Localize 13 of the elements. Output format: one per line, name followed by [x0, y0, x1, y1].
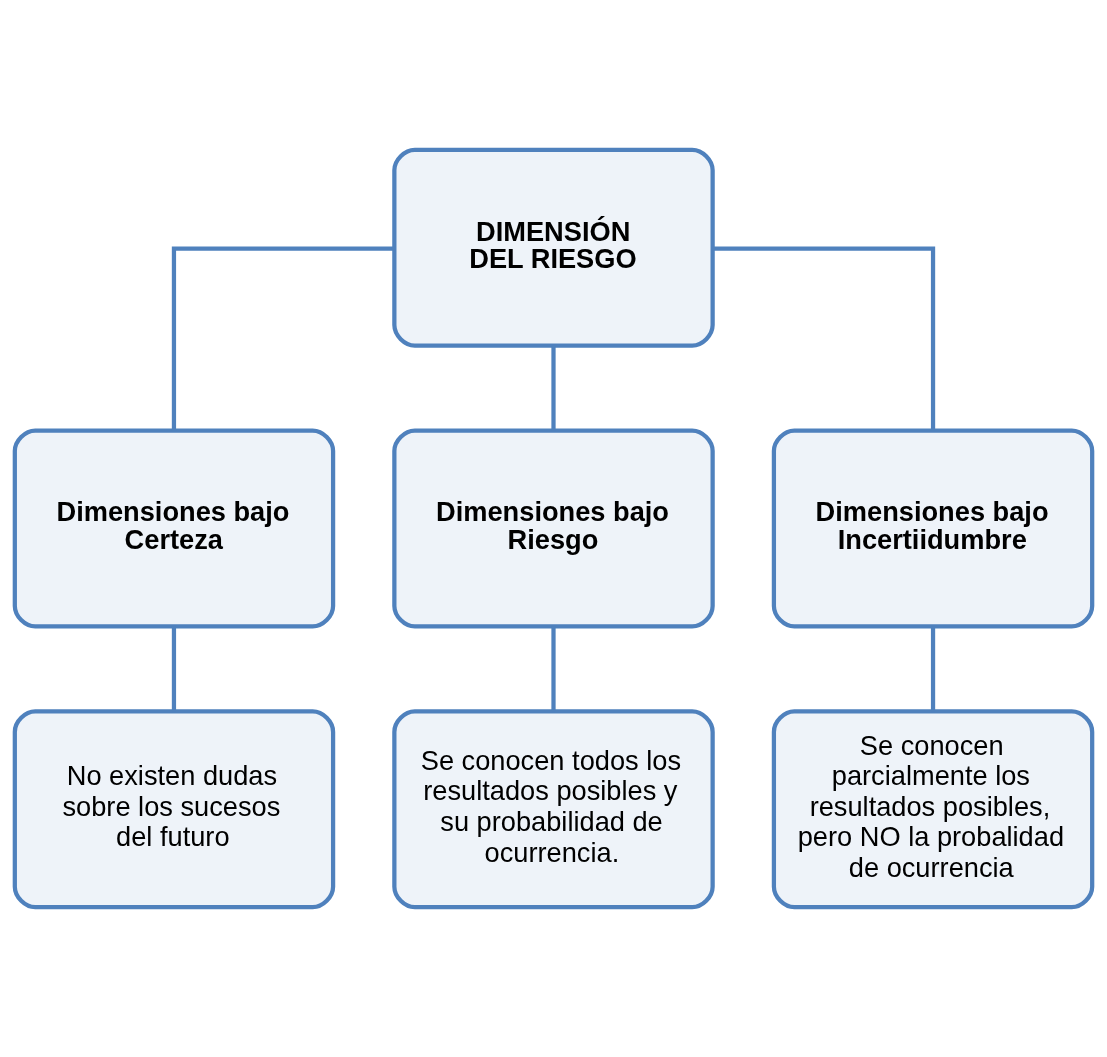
connector — [171, 626, 177, 712]
connector — [551, 345, 556, 431]
connector — [551, 626, 556, 712]
connector — [171, 246, 395, 431]
node-box: Se conocen todos los resultados posibles y su probabilidad de ocurrencia. — [392, 709, 715, 910]
connector — [930, 626, 936, 712]
node-box: Se conocen parcialmente los resultados posibles, pero NO la probalidad de ocurrencia — [771, 709, 1095, 910]
node-box: Dimensiones bajo Riesgo — [392, 428, 715, 629]
node-box: Dimensiones bajo Incertiidumbre — [771, 428, 1095, 629]
node-box: No existen dudas sobre los sucesos del futuro — [12, 709, 336, 910]
connector — [712, 246, 936, 431]
node-box: DIMENSIÓN DEL RIESGO — [392, 147, 715, 348]
node-box: Dimensiones bajo Certeza — [12, 428, 336, 629]
